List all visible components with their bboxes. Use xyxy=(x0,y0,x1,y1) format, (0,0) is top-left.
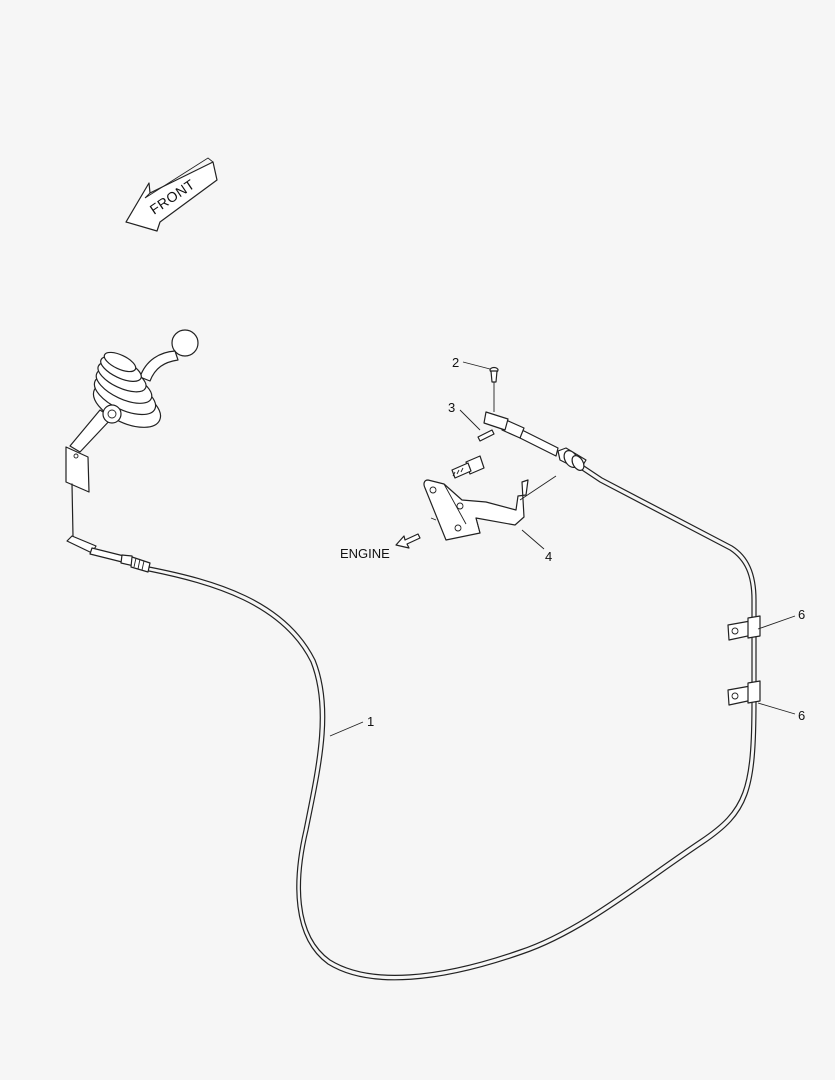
lever-bracket xyxy=(65,446,90,493)
callout-2: 2 xyxy=(452,355,459,370)
callout-1: 1 xyxy=(367,714,374,729)
cable-clamp-upper xyxy=(727,615,761,641)
cable-clamp-lower xyxy=(727,680,761,706)
callout-3: 3 xyxy=(448,400,455,415)
clevis xyxy=(483,411,509,431)
callout-6-lower: 6 xyxy=(798,708,805,723)
engine-label: ENGINE xyxy=(340,546,390,561)
bracket-bolt xyxy=(451,455,485,479)
cable-lever-end xyxy=(66,535,151,573)
callout-4: 4 xyxy=(545,549,552,564)
control-cable xyxy=(148,469,753,976)
front-arrow-icon: FRONT xyxy=(125,157,218,232)
callout-6-upper: 6 xyxy=(798,607,805,622)
engine-direction-arrow xyxy=(395,533,421,549)
clevis-pin xyxy=(489,366,499,412)
cotter-pin xyxy=(477,429,495,442)
lever-knob xyxy=(171,329,199,357)
leader-lines xyxy=(329,361,796,737)
shift-lever-assembly xyxy=(65,329,199,537)
cable-bracket xyxy=(423,479,529,541)
cable-engine-end xyxy=(483,411,587,471)
